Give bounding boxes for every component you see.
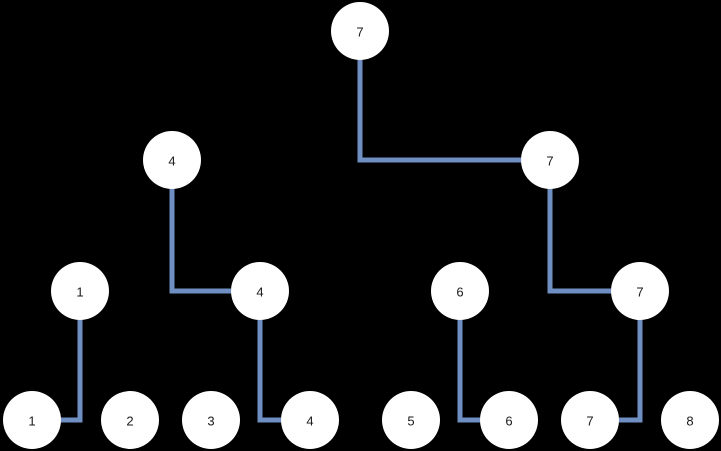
node-circle-l7[interactable] [561,391,619,449]
tree-edge-n3-l1 [61,320,83,423]
tree-node-n6[interactable]: 7 [611,262,669,320]
tree-node-l5[interactable]: 5 [382,391,440,449]
tree-node-n0[interactable]: 7 [331,2,389,60]
node-circle-l2[interactable] [101,391,159,449]
node-circle-l4[interactable] [281,391,339,449]
tree-node-l7[interactable]: 7 [561,391,619,449]
tree-node-l2[interactable]: 2 [101,391,159,449]
tree-node-l6[interactable]: 6 [480,391,538,449]
tree-node-n1[interactable]: 4 [143,131,201,189]
tree-edge-n1-n4 [169,189,231,294]
node-circle-n6[interactable] [611,262,669,320]
tree-node-l4[interactable]: 4 [281,391,339,449]
tree-edge-n5-l6 [457,320,480,423]
node-circle-l6[interactable] [480,391,538,449]
node-circle-l3[interactable] [182,391,240,449]
tree-node-n2[interactable]: 7 [521,131,579,189]
tree-node-l1[interactable]: 1 [3,391,61,449]
tree-edge-n4-l4 [257,320,281,423]
node-circle-n1[interactable] [143,131,201,189]
node-circle-l1[interactable] [3,391,61,449]
node-circle-n5[interactable] [431,262,489,320]
tree-edge-n0-n2 [357,60,521,163]
node-circle-n0[interactable] [331,2,389,60]
tree-node-n4[interactable]: 4 [231,262,289,320]
node-circle-l5[interactable] [382,391,440,449]
node-circle-n2[interactable] [521,131,579,189]
node-circle-l8[interactable] [661,391,719,449]
node-circle-n3[interactable] [51,262,109,320]
tree-edge-n2-n6 [547,189,611,294]
tree-edge-n6-l7 [619,320,643,423]
tree-node-n5[interactable]: 6 [431,262,489,320]
tree-node-l8[interactable]: 8 [661,391,719,449]
tree-node-n3[interactable]: 1 [51,262,109,320]
edges-layer [61,60,643,423]
tree-node-l3[interactable]: 3 [182,391,240,449]
node-circle-n4[interactable] [231,262,289,320]
